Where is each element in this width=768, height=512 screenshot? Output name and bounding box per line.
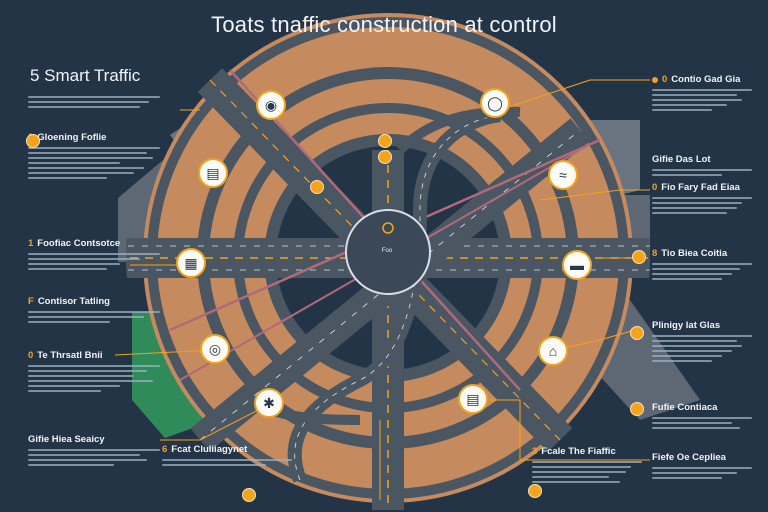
panel-title: Fiefe Oe Cepliea (652, 452, 726, 463)
right-panel-6: Fufie Contiaca (652, 402, 752, 432)
left-panel-5: Gifie Hiea Seaicy (28, 434, 160, 469)
page-subtitle: 5 Smart Traffic (30, 66, 141, 85)
panel-title: Te Thrsatl Bnii (37, 350, 103, 361)
marker-dot (528, 484, 542, 498)
marker-dot (630, 402, 644, 416)
wind-icon: ≈ (548, 160, 578, 190)
right-panel-5: Plinigy lat Glas (652, 320, 752, 365)
marker-dot (26, 134, 40, 148)
panel-number: 0 (662, 74, 668, 85)
panel-title: Fcat Cluliiagynet (171, 444, 248, 455)
panel-number: F (28, 296, 34, 307)
panel-number: 0 (652, 182, 658, 193)
left-panel-1: 0Gloening Foflie (28, 132, 160, 182)
intro-panel (28, 92, 160, 111)
signal-tower-icon: ✱ (254, 388, 284, 418)
panel-number: 1 (28, 238, 34, 249)
panel-number: 8 (652, 248, 658, 259)
panel-title: Plinigy lat Glas (652, 320, 721, 331)
panel-number: 6 (162, 444, 168, 455)
panel-title: Fufie Contiaca (652, 402, 718, 413)
panel-title: Gifie Das Lot (652, 154, 711, 165)
hub-label: Foo (381, 248, 393, 254)
panel-number: 0 (28, 350, 34, 361)
panel-title: Fcale The Fiaffic (541, 446, 616, 457)
marker-dot (632, 250, 646, 264)
panel-title: Fio Fary Fad Eiaa (661, 182, 740, 193)
marker-dot (630, 326, 644, 340)
sensor-icon: ▦ (176, 248, 206, 278)
marker-dot (378, 150, 392, 164)
panel-title: Gloening Foflie (37, 132, 107, 143)
central-hub (345, 209, 431, 295)
panel-title: Contio Gad Gia (671, 74, 741, 85)
panel-title: Foofiac Contsotce (37, 238, 121, 249)
tunnel-icon: ◎ (200, 334, 230, 364)
traffic-light-icon: ◯ (480, 88, 510, 118)
panel-title: Gifie Hiea Seaicy (28, 434, 105, 445)
camera-icon: ◉ (256, 90, 286, 120)
page-title: Toats tnaffic construction at control (211, 12, 557, 37)
car-icon: ▬ (562, 250, 592, 280)
right-panel-2: Gifie Das Lot (652, 154, 752, 179)
marker-dot (378, 134, 392, 148)
marker-dot (242, 488, 256, 502)
panel-title: Tio Biea Coitia (661, 248, 728, 259)
callout-lines (114, 79, 650, 500)
barrier-icon: ▤ (198, 158, 228, 188)
marker-dot (310, 180, 324, 194)
right-panel-7: Fiefe Oe Cepliea (652, 452, 752, 482)
panel-number: 3 (532, 446, 538, 457)
bus-icon: ▤ (458, 384, 488, 414)
building-icon: ⌂ (538, 336, 568, 366)
panel-title: Contisor Tatling (37, 296, 110, 307)
